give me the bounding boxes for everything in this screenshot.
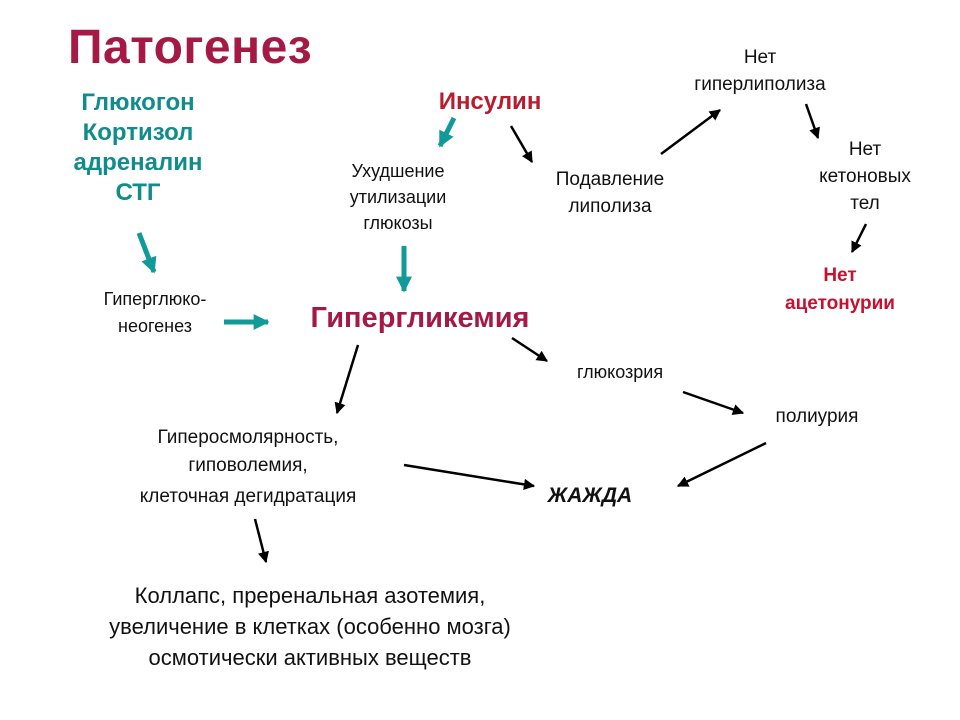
hormones-node: Глюкогон Кортизол адреналин СТГ [38,88,238,208]
arrow-hyperosmolarity-to-thirst [403,463,536,490]
arrow-no-hyperlipolysis-to-no-ketones [804,103,820,140]
arrow-hormones-to-gluconeogenesis [136,232,157,274]
no-ketones-line-3: тел [850,193,880,214]
page-title: Патогенез [68,21,313,74]
utilization-line-1: Ухудшение [351,161,445,181]
arrow-hyperosmolarity-to-outcome [253,518,269,564]
arrow-insulin-to-utilization [437,116,457,148]
gluconeogenesis-node: Гиперглюко- неогенез [60,286,250,340]
arrow-hyperglycemia-to-hyperosmolarity [334,344,360,415]
outcome-line-3: осмотически активных веществ [148,645,472,670]
polyuria-node: полиурия [775,406,859,427]
arrow-hyperglycemia-to-glucosuria [511,336,548,363]
no-acetonuria-node: Нет ацетонурии [740,262,940,318]
hyperosmolarity-line-1: Гиперосмолярность, [157,427,339,448]
no-ketones-line-2: кетоновых [819,166,911,187]
outcome-node: Коллапс, преренальная азотемия, увеличен… [40,580,580,673]
outcome-line-2: увеличение в клетках (особенно мозга) [109,614,511,639]
outcome-line-1: Коллапс, преренальная азотемия, [134,583,486,608]
gluconeogenesis-line-2: неогенез [118,316,192,336]
hyperosmolarity-line-3: клеточная дегидратация [139,486,357,507]
lipolysis-line-2: липолиза [568,196,652,217]
lipolysis-suppression-node: Подавление липолиза [520,166,700,220]
utilization-line-2: утилизации [349,187,447,207]
glucosuria-node: глюкозрия [576,362,664,382]
no-hyperlipolysis-line-2: гиперлиполиза [694,74,826,95]
hormone-adrenaline: адреналин [73,149,203,176]
hormone-stg: СТГ [115,179,161,206]
hormone-cortisol: Кортизол [82,119,194,146]
arrow-insulin-to-lipolysis [509,125,534,163]
no-ketones-line-1: Нет [848,139,882,160]
no-acetonuria-line-2: ацетонурии [785,293,895,314]
arrow-glucosuria-to-polyuria [682,390,745,415]
lipolysis-line-1: Подавление [555,169,665,190]
utilization-line-3: глюкозы [363,213,433,233]
arrow-no-ketones-to-no-acetonuria [850,223,868,254]
hormone-glucagon: Глюкогон [81,89,195,116]
thirst-node: ЖАЖДА [547,484,633,507]
no-hyperlipolysis-node: Нет гиперлиполиза [650,44,870,98]
hyperosmolarity-line-2: гиповолемия, [188,455,308,476]
arrow-lipolysis-to-no-hyperlipolysis [660,108,721,156]
no-acetonuria-line-1: Нет [823,265,857,286]
arrow-polyuria-to-thirst [676,441,767,488]
hyperosmolarity-node: Гиперосмолярность, гиповолемия, клеточна… [98,424,398,511]
no-ketones-node: Нет кетоновых тел [790,136,940,217]
hyperglycemia-node: Гипергликемия [310,302,530,334]
insulin-node: Инсулин [438,88,542,115]
glucose-utilization-node: Ухудшение утилизации глюкозы [308,158,488,236]
no-hyperlipolysis-line-1: Нет [743,47,777,68]
gluconeogenesis-line-1: Гиперглюко- [103,289,207,309]
